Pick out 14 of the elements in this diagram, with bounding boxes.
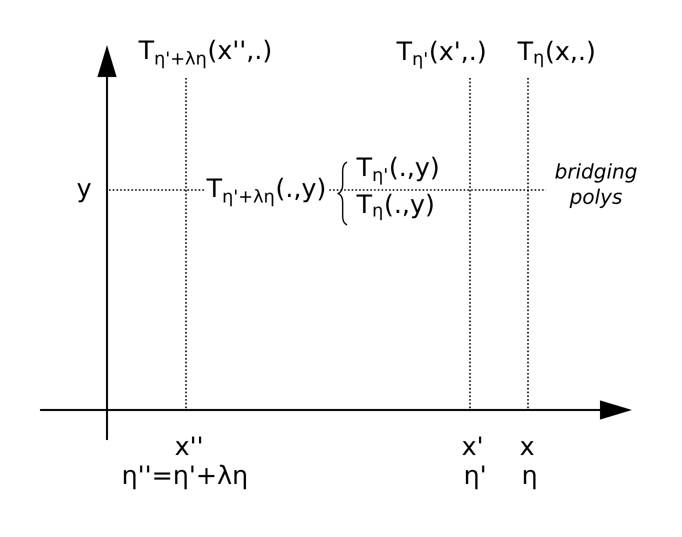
axis-label: η' [466, 466, 484, 490]
function-label: T$_{η'}$(x',.) [396, 40, 484, 69]
axis-label: x'' [175, 436, 202, 455]
axis-label: x [520, 441, 534, 455]
function-label: T$_{η'+λη}$(.,y) [205, 176, 328, 208]
function-label: T$_{η}$(.,y) [356, 194, 433, 220]
axis-label: η [524, 470, 536, 490]
axis-label: η''=η'+λη [124, 464, 246, 490]
function-label: T$_{η'}$(.,y) [356, 156, 438, 185]
function-label: T$_{η}$(x,.) [518, 40, 594, 68]
function-label: T$_{η'+λη}$(x'',.) [138, 40, 270, 68]
axis-label: y [77, 183, 91, 202]
note-text: bridging polys [555, 163, 637, 208]
axis-label: x' [462, 436, 482, 455]
